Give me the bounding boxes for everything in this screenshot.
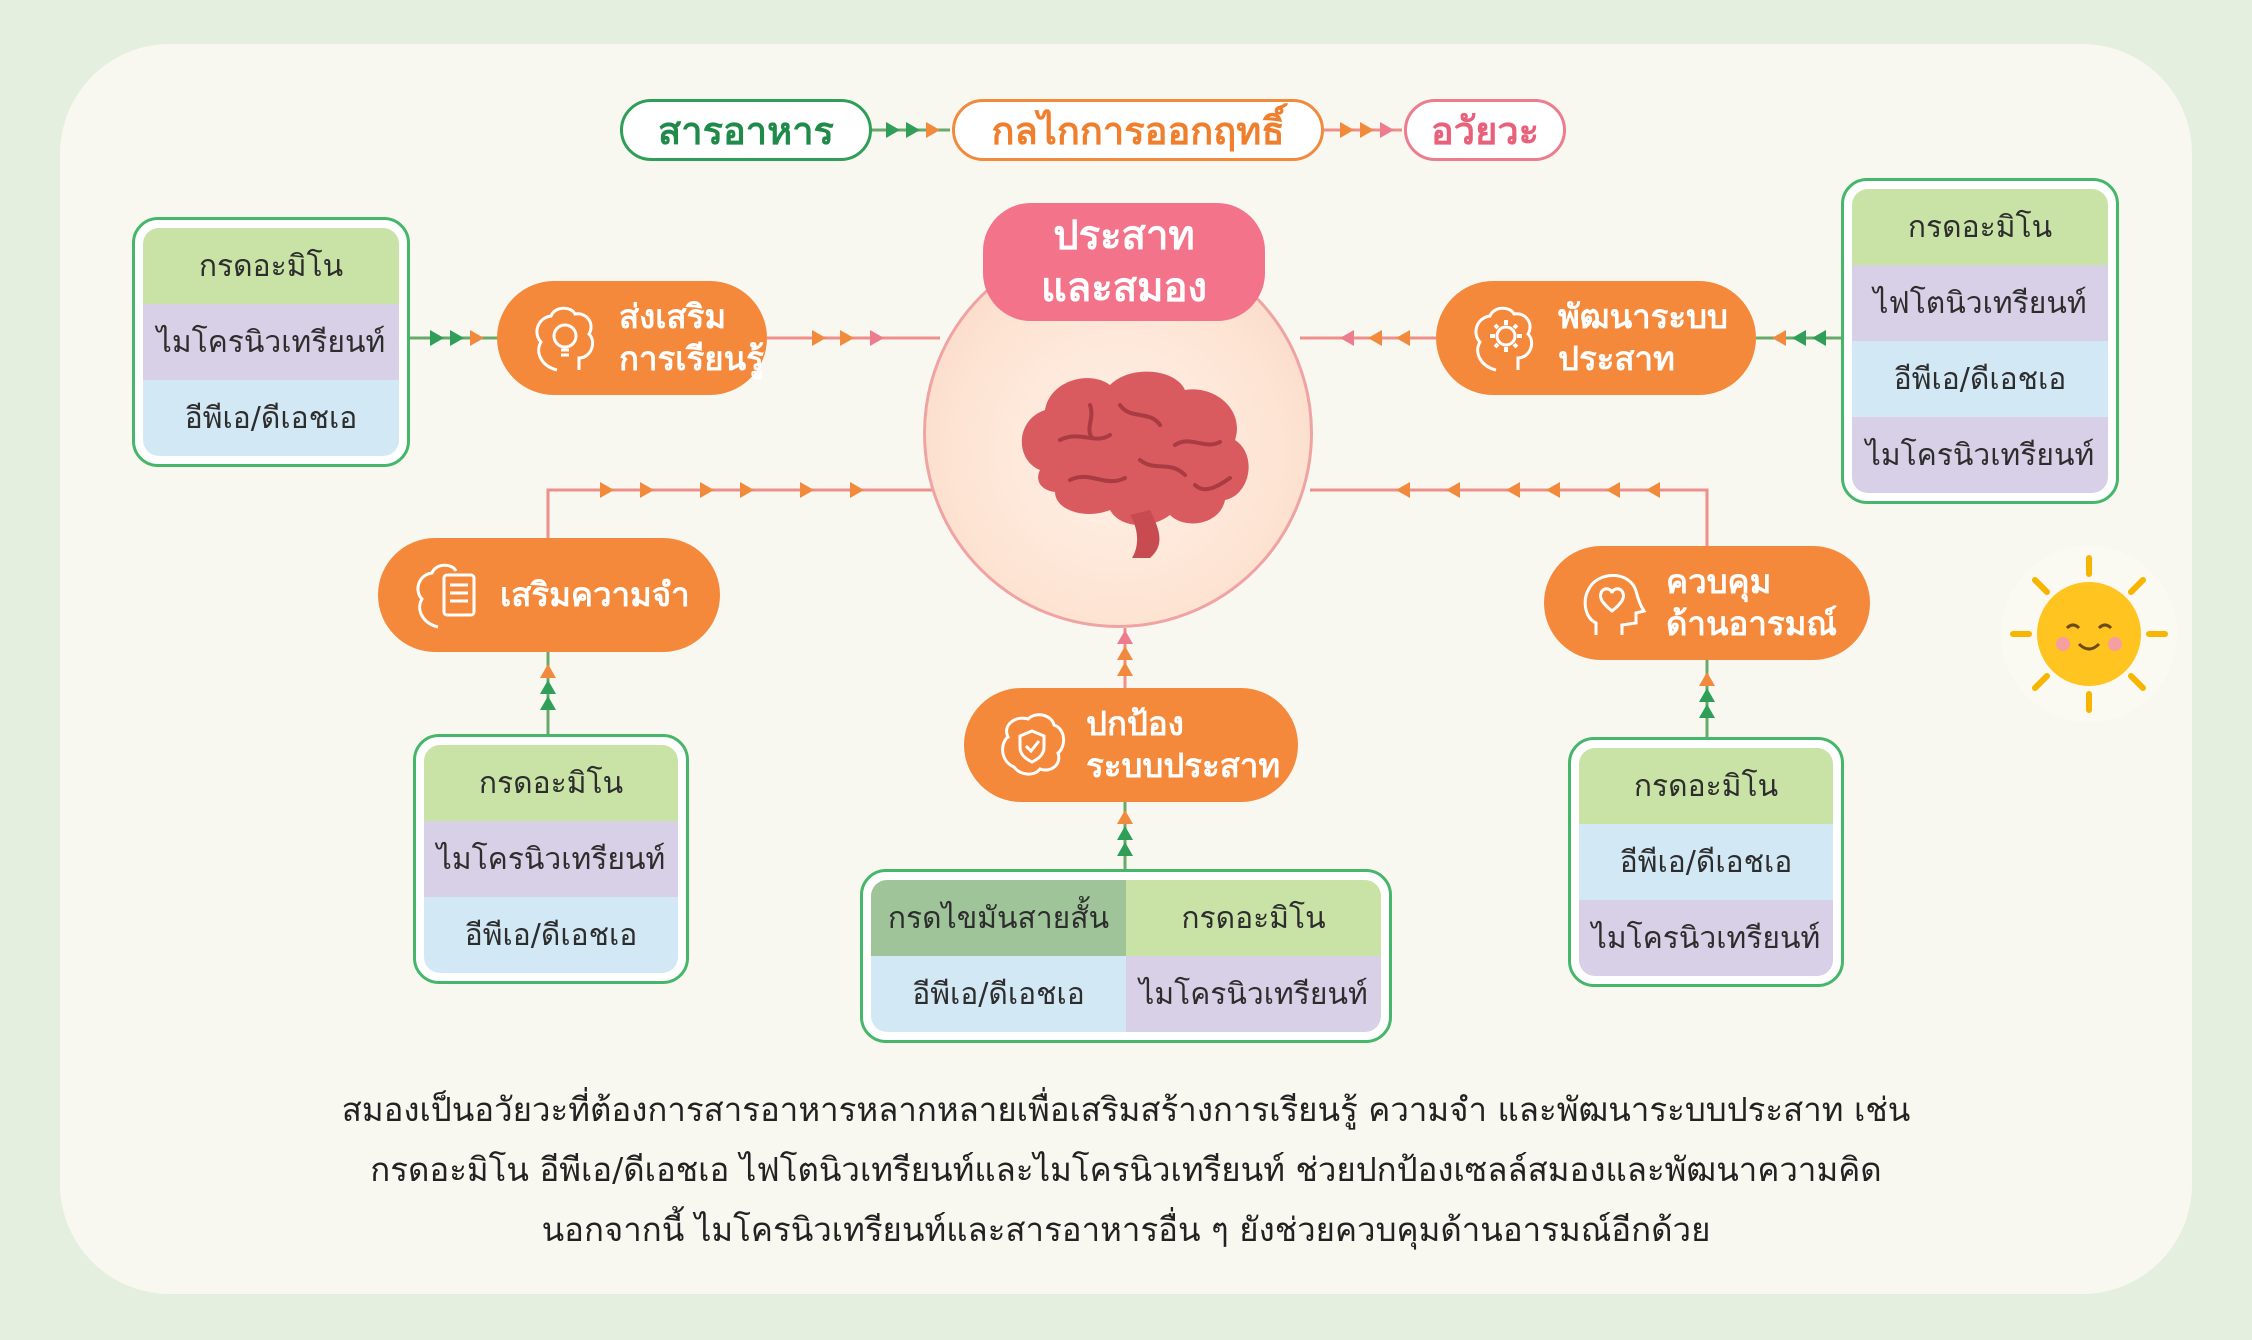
caption: สมองเป็นอวัยวะที่ต้องการสารอาหารหลากหลาย… [200, 1080, 2052, 1260]
organ-label-line2: และสมอง [1040, 265, 1208, 311]
mechanism-protect-line2: ระบบประสาท [1086, 746, 1281, 785]
legend-nutrient: สารอาหาร [620, 99, 872, 161]
organ-label-line1: ประสาท [1053, 213, 1195, 259]
nutrient-cell: ไมโครนิวเทรียนท์ [1852, 417, 2108, 493]
nutrient-cell: กรดอะมิโน [424, 745, 678, 821]
brain-icon [1021, 371, 1249, 558]
heart-head-icon [1583, 574, 1647, 635]
mechanism-learning-line2: การเรียนรู้ [619, 339, 764, 378]
nutrients-memory: กรดอะมิโน ไมโครนิวเทรียนท์ อีพีเอ/ดีเอชเ… [413, 734, 689, 984]
caption-line3: นอกจากนี้ ไมโครนิวเทรียนท์และสารอาหารอื่… [541, 1210, 1711, 1249]
mechanism-learning: ส่งเสริม การเรียนรู้ [497, 281, 767, 395]
mechanism-nervous-line2: ประสาท [1558, 339, 1675, 378]
caption-line1: สมองเป็นอวัยวะที่ต้องการสารอาหารหลากหลาย… [341, 1090, 1911, 1129]
nutrient-cell: อีพีเอ/ดีเอชเอ [871, 956, 1126, 1032]
mechanism-protect: ปกป้อง ระบบประสาท [964, 688, 1298, 802]
smiling-sun-icon [2001, 546, 2177, 722]
nutrient-cell: ไฟโตนิวเทรียนท์ [1852, 265, 2108, 341]
nutrients-protect: กรดไขมันสายสั้น กรดอะมิโน อีพีเอ/ดีเอชเอ… [860, 869, 1392, 1043]
mechanism-emotion-line2: ด้านอารมณ์ [1666, 604, 1837, 643]
legend-organ: อวัยวะ [1404, 99, 1566, 161]
legend-mechanism: กลไกการออกฤทธิ์ [952, 99, 1324, 161]
nutrient-cell: อีพีเอ/ดีเอชเอ [1852, 341, 2108, 417]
mechanism-nervous-line1: พัฒนาระบบ [1558, 297, 1728, 336]
nutrients-emotion: กรดอะมิโน อีพีเอ/ดีเอชเอ ไมโครนิวเทรียนท… [1568, 737, 1844, 987]
caption-line2: กรดอะมิโน อีพีเอ/ดีเอชเอ ไฟโตนิวเทรียนท์… [370, 1150, 1882, 1189]
nutrient-cell: กรดอะมิโน [143, 228, 399, 304]
mechanism-emotion-line1: ควบคุม [1666, 562, 1772, 601]
nutrient-cell: กรดอะมิโน [1579, 748, 1833, 824]
nutrient-cell: กรดอะมิโน [1852, 189, 2108, 265]
nutrient-cell: ไมโครนิวเทรียนท์ [1126, 956, 1381, 1032]
nutrient-cell: กรดไขมันสายสั้น [871, 880, 1126, 956]
lightbulb-head-icon [535, 306, 595, 372]
organ-label: ประสาท และสมอง [983, 203, 1265, 321]
memory-document-icon [416, 563, 476, 629]
mechanism-learning-line1: ส่งเสริม [619, 297, 727, 336]
nutrient-cell: ไมโครนิวเทรียนท์ [1579, 900, 1833, 976]
gear-head-icon [1474, 306, 1534, 372]
mechanism-protect-line1: ปกป้อง [1086, 704, 1184, 743]
mechanism-emotion: ควบคุม ด้านอารมณ์ [1544, 546, 1870, 660]
mechanism-nervous-system: พัฒนาระบบ ประสาท [1436, 281, 1756, 395]
mechanism-memory: เสริมความจำ [378, 538, 720, 652]
nutrient-cell: อีพีเอ/ดีเอชเอ [424, 897, 678, 973]
nutrient-cell: ไมโครนิวเทรียนท์ [143, 304, 399, 380]
nutrients-nervous-system: กรดอะมิโน ไฟโตนิวเทรียนท์ อีพีเอ/ดีเอชเอ… [1841, 178, 2119, 504]
nutrients-learning: กรดอะมิโน ไมโครนิวเทรียนท์ อีพีเอ/ดีเอชเ… [132, 217, 410, 467]
nutrient-cell: อีพีเอ/ดีเอชเอ [143, 380, 399, 456]
nutrient-cell: กรดอะมิโน [1126, 880, 1381, 956]
arrowheads [430, 122, 1826, 856]
nutrient-cell: ไมโครนิวเทรียนท์ [424, 821, 678, 897]
nutrient-cell: อีพีเอ/ดีเอชเอ [1579, 824, 1833, 900]
mechanism-memory-line1: เสริมความจำ [500, 575, 690, 614]
shield-brain-icon [1001, 713, 1065, 776]
